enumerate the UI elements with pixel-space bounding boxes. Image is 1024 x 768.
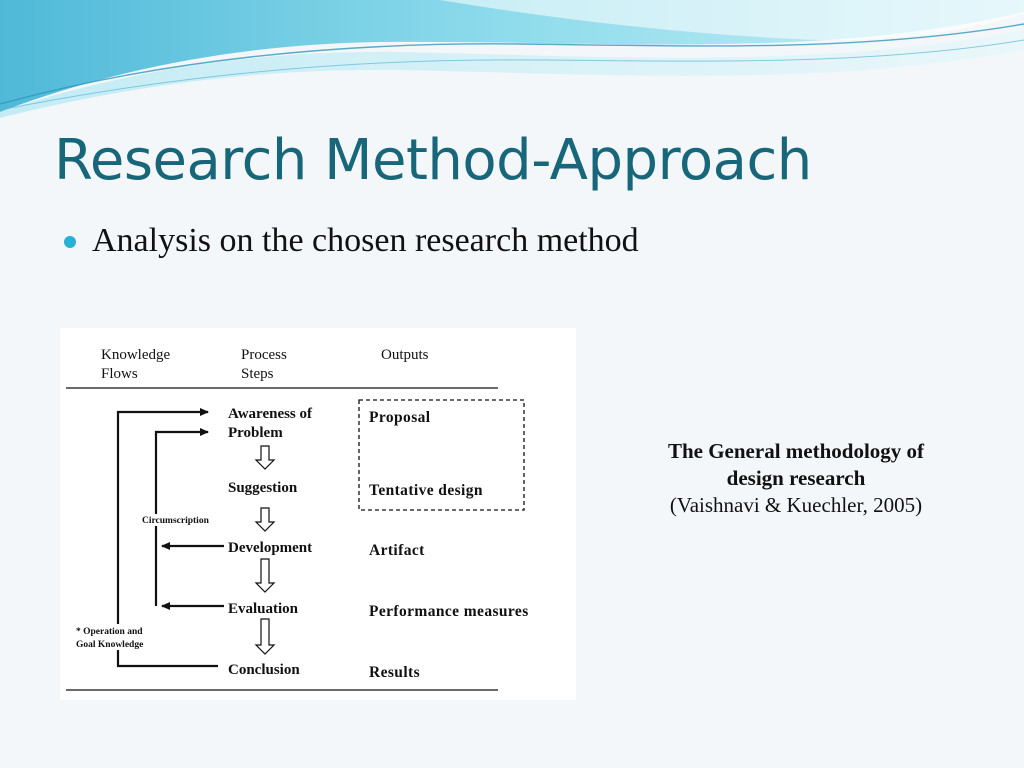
header-process-steps: Process Steps [241,347,291,382]
caption-title-line2: design research [726,466,866,490]
step-suggestion: Suggestion [228,480,298,496]
down-arrow-icon [254,507,276,532]
step-evaluation: Evaluation [228,601,299,617]
header-outputs: Outputs [381,347,429,363]
down-arrow-icon [254,618,276,655]
output-tentative-design: Tentative design [369,482,483,499]
step-awareness: Awareness of Problem [228,406,316,441]
down-arrow-icon [254,558,276,593]
circumscription-flow-arrow [154,428,209,606]
output-artifact: Artifact [369,542,425,559]
circumscription-label: Circumscription [142,516,210,526]
circumscription-label-bg [140,514,222,526]
output-proposal: Proposal [369,409,431,426]
caption-citation: (Vaishnavi & Kuechler, 2005) [669,493,923,517]
output-results: Results [369,664,420,681]
operation-knowledge-flow-arrow [116,408,218,668]
header-wave-decoration [0,0,1024,118]
header-knowledge-flows: Knowledge Flows [101,347,174,382]
bullet-item: Analysis on the chosen research method [64,222,639,260]
bullet-text: Analysis on the chosen research method [92,222,639,259]
diagram-caption: The General methodology of design resear… [624,438,968,519]
output-performance-measures: Performance measures [369,603,529,620]
proposal-dashed-box [358,399,525,511]
step-conclusion: Conclusion [228,662,300,678]
caption-title-line1: The General methodology of [667,439,925,463]
operation-label-bg [74,624,166,650]
step-development: Development [228,540,312,556]
slide-title: Research Method-Approach [54,128,812,193]
methodology-diagram: Knowledge Flows Process Steps Outputs Aw… [60,328,576,700]
down-arrow-icon [254,445,276,470]
bullet-dot-icon [64,236,76,248]
operation-knowledge-label: * Operation and Goal Knowledge [76,627,145,650]
